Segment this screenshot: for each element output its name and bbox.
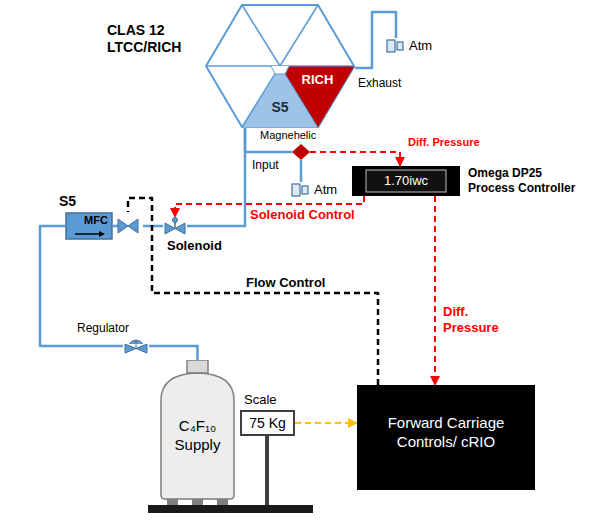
- cylinder-foot: [192, 499, 203, 506]
- magnehelic-diamond-shape: [292, 144, 310, 160]
- gas-pipe: [300, 160, 303, 182]
- node-text: Scale: [244, 392, 277, 407]
- solenoid-valve-shape: [163, 217, 187, 235]
- node-text: Atm: [409, 38, 432, 54]
- cylinder-foot: [217, 499, 228, 506]
- node-text: CLAS 12 LTCC/RICH: [107, 22, 201, 56]
- node-text: Omega DP25 Process Controller: [468, 166, 588, 196]
- node-text: 1.70iwc: [352, 166, 460, 196]
- gas-pipe: [149, 346, 198, 360]
- edge-label: Input: [252, 158, 279, 172]
- mass-flow-controller: S5MFC: [65, 212, 143, 240]
- s5-sector-shape: [242, 66, 318, 128]
- node-text: MFC: [79, 214, 113, 227]
- atm-vent: Atm: [290, 182, 312, 198]
- node-text: S5: [59, 193, 76, 209]
- process-controller: 1.70iwcOmega DP25 Process Controller: [352, 166, 460, 196]
- solenoid-valve: Solenoid: [163, 217, 187, 235]
- signal-line: [295, 422, 357, 424]
- s5-sector: S5: [242, 66, 318, 128]
- edge-label: Exhaust: [358, 76, 401, 90]
- gas-pipe: [355, 12, 396, 68]
- weigh-scale: Scale75 Kg: [240, 410, 295, 436]
- node-text: Magnehelic: [260, 129, 316, 142]
- atm-vent: Atm: [385, 38, 407, 54]
- edge-label: Diff. Pressure: [443, 304, 523, 336]
- edge-label: Diff. Pressure: [408, 136, 480, 148]
- edge-label: Solenoid Control: [250, 207, 355, 222]
- signal-line: [434, 196, 436, 385]
- signal-line: [310, 152, 400, 166]
- node-text: S5: [242, 99, 318, 115]
- node-text: C₄F₁₀ Supply: [164, 416, 231, 454]
- node-text: 75 Kg: [240, 410, 295, 436]
- magnehelic-diamond: Magnehelic: [292, 144, 310, 160]
- node-text: Atm: [314, 182, 337, 198]
- scale-platform: [148, 505, 313, 513]
- atm-vent-shape: [290, 182, 312, 198]
- node-text: Regulator: [77, 321, 129, 335]
- edge-label: Flow Control: [246, 275, 325, 290]
- gas-pipe: [187, 128, 245, 226]
- control-system: Forward Carriage Controls/ cRIO: [357, 385, 535, 490]
- gas-cylinder: C₄F₁₀ Supply: [160, 360, 235, 500]
- signal-line: [128, 198, 378, 385]
- node-text: Solenoid: [167, 238, 222, 253]
- scale-post: [265, 436, 269, 505]
- node-text: Forward Carriage Controls/ cRIO: [371, 413, 521, 451]
- detector-hexagon: CLAS 12 LTCC/RICHRICHS5: [205, 4, 355, 128]
- regulator-valve-shape: [123, 338, 149, 354]
- cylinder-foot: [167, 499, 178, 506]
- regulator-valve: Regulator: [123, 338, 149, 354]
- atm-vent-shape: [385, 38, 407, 54]
